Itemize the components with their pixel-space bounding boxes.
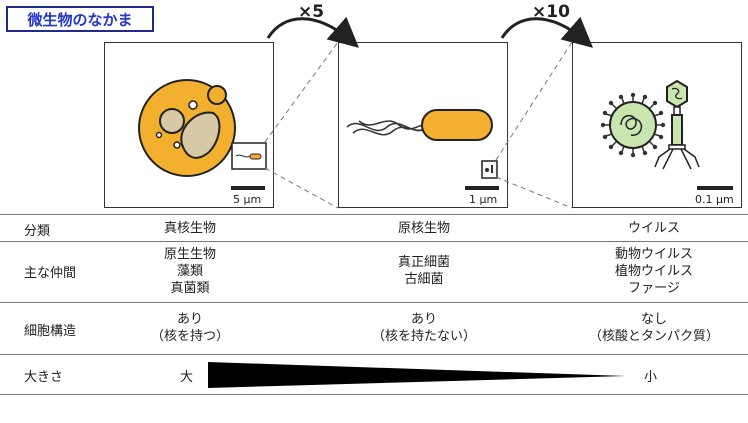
member-item: 古細菌 xyxy=(404,272,444,287)
animal-virus xyxy=(600,92,666,158)
header-prokaryote: 原核生物 xyxy=(397,221,450,236)
member-item: 藻類 xyxy=(176,264,203,279)
members-prokaryote: 真正細菌 古細菌 xyxy=(364,254,484,288)
inset-flagella xyxy=(235,154,251,158)
members-virus: 動物ウイルス 植物ウイルス ファージ xyxy=(594,246,714,297)
member-item: ファージ xyxy=(628,281,680,296)
member-item: 植物ウイルス xyxy=(614,264,693,279)
page-title-text: 微生物のなかま xyxy=(27,10,133,29)
structure-eukaryote: あり （核を持つ） xyxy=(150,312,229,344)
organelle xyxy=(188,100,198,110)
member-item: 真菌類 xyxy=(170,281,210,296)
member-item: 真正細菌 xyxy=(397,255,450,270)
scale-label: 1 μm xyxy=(469,193,498,206)
header-virus: ウイルス xyxy=(627,221,680,236)
vacuole xyxy=(180,111,221,159)
structure-prokaryote: あり （核を持たない） xyxy=(371,312,476,344)
scale-label: 5 μm xyxy=(233,193,262,206)
member-item: 原生生物 xyxy=(163,247,216,262)
size-small-label: 小 xyxy=(644,370,658,385)
scale-label: 0.1 μm xyxy=(695,193,734,206)
dashed-guide xyxy=(495,41,573,161)
virus-illustration xyxy=(600,79,700,170)
table-row-members: 主な仲間 原生生物 藻類 真菌類 真正細菌 古細菌 動物ウイルス 植物ウイルス … xyxy=(0,240,748,303)
dashed-guide xyxy=(495,176,573,209)
dashed-guide xyxy=(264,41,339,143)
table-row-size: 大きさ 大 小 xyxy=(0,354,748,395)
member-item: 動物ウイルス xyxy=(614,247,693,262)
row-label: 細胞構造 xyxy=(24,324,77,339)
zoom-label-x10: ×10 xyxy=(532,2,570,22)
row-label: 分類 xyxy=(24,224,51,239)
dashed-guide xyxy=(264,167,339,209)
prokaryote-illustration xyxy=(346,109,498,179)
row-label: 主な仲間 xyxy=(24,266,77,281)
header-eukaryote: 真核生物 xyxy=(163,221,216,236)
phage xyxy=(654,79,700,170)
virus-panel: 0.1 μm xyxy=(572,42,742,208)
bacterium-body xyxy=(421,109,493,141)
row-label: 大きさ xyxy=(24,370,64,385)
eukaryote-illustration xyxy=(138,79,267,177)
zoom-inset-box xyxy=(481,160,498,179)
size-large-label: 大 xyxy=(180,370,194,385)
size-wedge xyxy=(208,362,626,388)
structure-virus: なし （核酸とタンパク質） xyxy=(588,312,719,344)
organelle xyxy=(173,141,181,149)
organelle xyxy=(155,131,163,139)
scale-bar xyxy=(231,186,265,190)
page-title: 微生物のなかま xyxy=(6,6,154,32)
inset-phage xyxy=(491,165,493,173)
scale-bar xyxy=(465,186,499,190)
zoom-arrow-1 xyxy=(266,16,360,48)
zoom-arrow-2 xyxy=(500,16,594,48)
zoom-connectors xyxy=(264,16,594,209)
nucleus xyxy=(159,108,185,134)
zoom-label-x5: ×5 xyxy=(298,2,325,22)
eukaryote-panel: 5 μm xyxy=(104,42,274,208)
scale-bar xyxy=(697,186,733,190)
table-row-structure: 細胞構造 あり （核を持つ） あり （核を持たない） なし （核酸とタンパク質） xyxy=(0,302,748,355)
flagellum xyxy=(352,126,428,136)
prokaryote-panel: 1 μm xyxy=(338,42,508,208)
flagellum xyxy=(358,120,428,130)
members-eukaryote: 原生生物 藻類 真菌類 xyxy=(130,246,250,297)
inset-virus xyxy=(485,168,489,172)
budding-cell xyxy=(207,85,227,105)
table-row-header: 分類 真核生物 原核生物 ウイルス xyxy=(0,214,748,242)
